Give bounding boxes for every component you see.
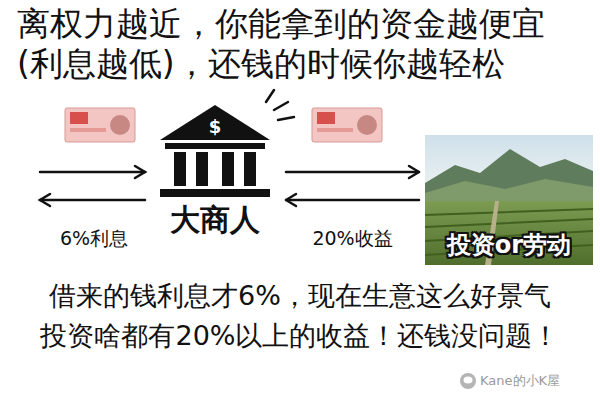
- interest-label: 6%利息: [52, 226, 136, 250]
- banknote-body: [312, 108, 382, 142]
- banknote-portrait: [357, 115, 377, 135]
- connector: [286, 194, 419, 206]
- shine-mark: [274, 102, 288, 110]
- banknote-stripe: [317, 128, 353, 132]
- title-text: 离权力越近，你能拿到的资金越便宜 (利息越低)，还钱的时候你越轻松: [17, 4, 583, 84]
- arrow-head: [40, 194, 50, 206]
- banknote-stripe: [70, 128, 106, 132]
- caption-text: 借来的钱利息才6%，现在生意这么好景气 投资啥都有20%以上的收益！还钱没问题！: [37, 276, 563, 356]
- bank-column: [174, 152, 186, 186]
- connector-line: [286, 171, 419, 174]
- watermark: Kane的小K屋: [480, 372, 595, 390]
- node-label: 大商人: [150, 202, 280, 238]
- banknote: [312, 108, 382, 142]
- bank-beam: [165, 143, 265, 149]
- connector-line: [286, 199, 419, 202]
- bank-symbol: $: [200, 116, 230, 138]
- bank-roof: [160, 105, 270, 140]
- bank-column: [222, 152, 234, 186]
- bank-base: [160, 189, 270, 197]
- banknote-portrait: [110, 115, 130, 135]
- bank-column: [196, 152, 208, 186]
- left-arrows: [40, 166, 145, 206]
- bank-column: [244, 152, 256, 186]
- arrow-head: [409, 166, 419, 178]
- arrow-line: [40, 171, 145, 174]
- watermark-icon-circle: [460, 373, 476, 389]
- banknote-mark: [317, 112, 335, 124]
- banknote-mark: [70, 112, 88, 124]
- arrow-head: [135, 166, 145, 178]
- arrow-line: [40, 199, 145, 202]
- edge-label: 20%收益: [310, 226, 394, 250]
- shine-marks: [266, 90, 294, 120]
- shine-mark: [278, 117, 294, 120]
- field: [425, 201, 593, 265]
- node-label: 投资or劳动: [425, 231, 593, 260]
- arrow-head: [286, 194, 296, 206]
- shine-mark: [266, 90, 274, 102]
- banknote: [65, 108, 135, 142]
- watermark-icon-bubble: [464, 377, 473, 384]
- banknote-body: [65, 108, 135, 142]
- watermark-icon: [460, 373, 476, 389]
- investment-node: 投资or劳动: [425, 135, 593, 265]
- connector: [286, 166, 419, 178]
- bank-icon: [150, 100, 280, 200]
